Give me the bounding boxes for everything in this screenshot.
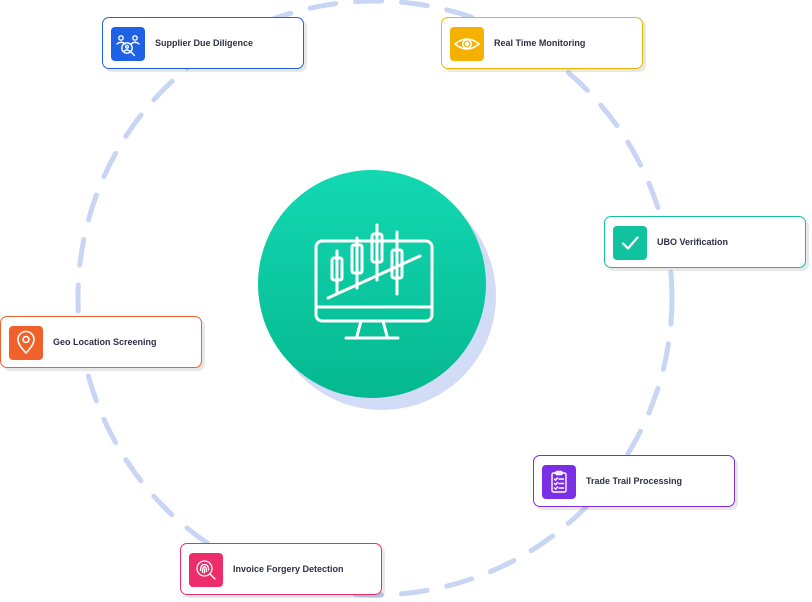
node-trade-trail-processing[interactable]: Trade Trail Processing — [533, 455, 735, 507]
node-invoice-forgery-detection[interactable]: Invoice Forgery Detection — [180, 543, 382, 595]
monitoring-badge — [450, 27, 484, 61]
node-real-time-monitoring[interactable]: Real Time Monitoring — [441, 17, 643, 69]
invoice-badge — [189, 553, 223, 587]
node-geo-location-screening[interactable]: Geo Location Screening — [0, 316, 202, 368]
node-label: UBO Verification — [657, 237, 729, 247]
trade-badge — [542, 465, 576, 499]
ubo-badge — [613, 226, 647, 260]
clipboard-checklist-icon — [551, 470, 567, 493]
node-ubo-verification[interactable]: UBO Verification — [604, 216, 806, 268]
supplier-search-icon — [116, 35, 140, 57]
node-label: Trade Trail Processing — [586, 476, 683, 486]
node-label: Real Time Monitoring — [494, 38, 586, 48]
node-supplier-due-diligence[interactable]: Supplier Due Diligence — [102, 17, 304, 69]
map-pin-icon — [17, 330, 35, 354]
node-label: Invoice Forgery Detection — [233, 564, 344, 574]
geo-badge — [9, 326, 43, 360]
fingerprint-search-icon — [196, 560, 216, 580]
node-label: Supplier Due Diligence — [155, 38, 254, 48]
node-label: Geo Location Screening — [53, 337, 157, 347]
central-hub — [258, 170, 486, 398]
checkmark-icon — [621, 236, 639, 250]
eye-icon — [453, 38, 481, 50]
monitor-candlestick-chart-icon — [314, 223, 434, 340]
supplier-badge — [111, 27, 145, 61]
